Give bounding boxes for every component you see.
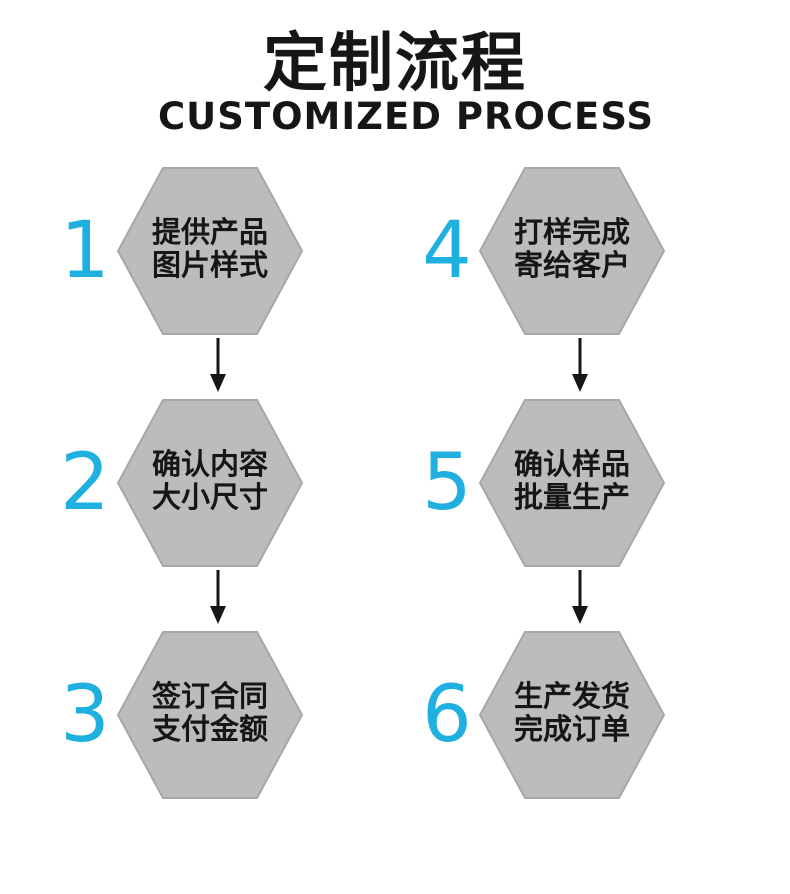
step-label: 打样完成 寄给客户 <box>498 216 646 282</box>
hexagon-shape <box>478 631 666 799</box>
process-step-1: 1 提供产品 图片样式 <box>50 166 370 336</box>
step-label-line2: 支付金额 <box>151 712 268 746</box>
step-number: 2 <box>60 438 110 528</box>
step-label-line1: 签订合同 <box>151 679 268 713</box>
hexagon-shape <box>478 399 666 567</box>
step-hexagon: 提供产品 图片样式 <box>116 166 304 336</box>
step-hexagon: 打样完成 寄给客户 <box>478 166 666 336</box>
step-number: 4 <box>422 206 472 296</box>
step-label: 确认内容 大小尺寸 <box>136 448 284 514</box>
process-step-3: 3 签订合同 支付金额 <box>50 630 370 800</box>
page-title: 定制流程 <box>263 27 527 101</box>
step-label: 生产发货 完成订单 <box>498 680 646 746</box>
page-subtitle: CUSTOMIZED PROCESS <box>158 95 654 138</box>
step-hexagon: 签订合同 支付金额 <box>116 630 304 800</box>
arrow-down-icon <box>570 570 590 626</box>
step-label-line1: 确认内容 <box>151 447 268 481</box>
step-label-line1: 提供产品 <box>151 215 268 249</box>
step-hexagon: 确认内容 大小尺寸 <box>116 398 304 568</box>
step-hexagon: 确认样品 批量生产 <box>478 398 666 568</box>
step-number: 1 <box>60 206 110 296</box>
step-label: 确认样品 批量生产 <box>498 448 646 514</box>
step-label-line2: 批量生产 <box>513 480 630 514</box>
step-number: 6 <box>422 670 472 760</box>
process-step-6: 6 生产发货 完成订单 <box>412 630 732 800</box>
step-label: 提供产品 图片样式 <box>136 216 284 282</box>
step-label-line2: 大小尺寸 <box>151 480 268 514</box>
hexagon-shape <box>116 167 304 335</box>
process-step-2: 2 确认内容 大小尺寸 <box>50 398 370 568</box>
process-step-4: 4 打样完成 寄给客户 <box>412 166 732 336</box>
step-label-line1: 确认样品 <box>513 447 630 481</box>
step-label: 签订合同 支付金额 <box>136 680 284 746</box>
step-label-line2: 图片样式 <box>151 248 268 282</box>
hexagon-shape <box>116 631 304 799</box>
arrow-down-icon <box>570 338 590 394</box>
step-label-line2: 寄给客户 <box>513 248 630 282</box>
process-step-5: 5 确认样品 批量生产 <box>412 398 732 568</box>
step-label-line2: 完成订单 <box>513 712 630 746</box>
step-number: 5 <box>422 438 472 528</box>
hexagon-shape <box>116 399 304 567</box>
hexagon-shape <box>478 167 666 335</box>
step-hexagon: 生产发货 完成订单 <box>478 630 666 800</box>
step-label-line1: 打样完成 <box>513 215 630 249</box>
step-label-line1: 生产发货 <box>513 679 630 713</box>
arrow-down-icon <box>208 570 228 626</box>
arrow-down-icon <box>208 338 228 394</box>
step-number: 3 <box>60 670 110 760</box>
